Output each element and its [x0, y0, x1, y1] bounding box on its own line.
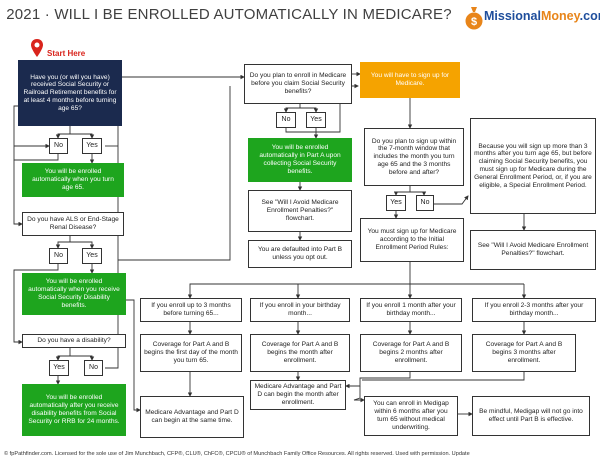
answer-no-3[interactable]: No — [84, 360, 103, 376]
location-pin-icon — [31, 39, 43, 57]
money-bag-icon: $ — [465, 7, 483, 30]
node-iep-2-3-months-after[interactable]: If you enroll 2-3 months after your birt… — [472, 298, 596, 322]
node-auto-at-65[interactable]: You will be enrolled automatically when … — [22, 163, 124, 197]
node-iep-1-month-after[interactable]: If you enroll 1 month after your birthda… — [360, 298, 462, 322]
answer-no-5[interactable]: No — [416, 195, 434, 211]
chart-title: 2021 · WILL I BE ENROLLED AUTOMATICALLY … — [6, 6, 452, 23]
answer-yes-1[interactable]: Yes — [82, 138, 102, 154]
answer-yes-4[interactable]: Yes — [306, 112, 326, 128]
answer-no-2[interactable]: No — [49, 248, 68, 264]
node-plan-before-ss[interactable]: Do you plan to enroll in Medicare before… — [244, 64, 352, 104]
node-disability[interactable]: Do you have a disability? — [22, 334, 126, 348]
node-defaulted-part-b[interactable]: You are defaulted into Part B unless you… — [248, 240, 352, 268]
node-auto-after-24-months[interactable]: You will be enrolled automatically after… — [22, 384, 126, 436]
node-medigap-6-months[interactable]: You can enroll in Medigap within 6 month… — [364, 396, 458, 436]
node-see-penalties-2[interactable]: See "Will I Avoid Medicare Enrollment Pe… — [470, 230, 596, 270]
missional-money-logo[interactable]: $ MissionalMoney.com — [462, 3, 600, 33]
node-als-esrd[interactable]: Do you have ALS or End-Stage Renal Disea… — [22, 212, 124, 236]
logo-wordmark: MissionalMoney.com — [484, 9, 600, 23]
node-coverage-first-day[interactable]: Coverage for Part A and B begins the fir… — [140, 334, 242, 372]
copyright-footer: © fpPathfinder.com. Licensed for the sol… — [4, 451, 470, 457]
answer-no-4[interactable]: No — [276, 112, 296, 128]
node-7-month-window[interactable]: Do you plan to sign up within the 7-mont… — [364, 128, 464, 186]
node-auto-disability-benefits[interactable]: You will be enrolled automatically when … — [22, 273, 126, 315]
node-general-enrollment[interactable]: Because you will sign up more than 3 mon… — [470, 118, 596, 214]
node-receiving-benefits[interactable]: Have you (or will you have) received Soc… — [18, 60, 122, 126]
node-mindful-medigap[interactable]: Be mindful, Medigap will not go into eff… — [472, 396, 590, 436]
node-ma-part-d-month-after[interactable]: Medicare Advantage and Part D can begin … — [250, 380, 346, 410]
node-iep-before-65[interactable]: If you enroll up to 3 months before turn… — [140, 298, 242, 322]
node-see-penalties-1[interactable]: See "Will I Avoid Medicare Enrollment Pe… — [248, 190, 352, 232]
svg-text:$: $ — [471, 16, 477, 28]
start-here-label: Start Here — [47, 49, 86, 58]
node-ma-part-d-same-time[interactable]: Medicare Advantage and Part D can begin … — [140, 396, 244, 438]
node-auto-part-a[interactable]: You will be enrolled automatically in Pa… — [248, 138, 352, 182]
answer-yes-5[interactable]: Yes — [386, 195, 406, 211]
node-coverage-3-months-after[interactable]: Coverage for Part A and B begins 3 month… — [472, 334, 576, 372]
node-coverage-month-after[interactable]: Coverage for Part A and B begins the mon… — [250, 334, 350, 372]
answer-yes-2[interactable]: Yes — [82, 248, 102, 264]
node-iep-birthday-month[interactable]: If you enroll in your birthday month... — [250, 298, 350, 322]
answer-no-1[interactable]: No — [49, 138, 68, 154]
answer-yes-3[interactable]: Yes — [49, 360, 69, 376]
node-must-sign-up[interactable]: You will have to sign up for Medicare. — [360, 62, 460, 98]
node-coverage-2-months-after[interactable]: Coverage for Part A and B begins 2 month… — [360, 334, 462, 372]
node-initial-enrollment-rules[interactable]: You must sign up for Medicare according … — [360, 218, 464, 262]
